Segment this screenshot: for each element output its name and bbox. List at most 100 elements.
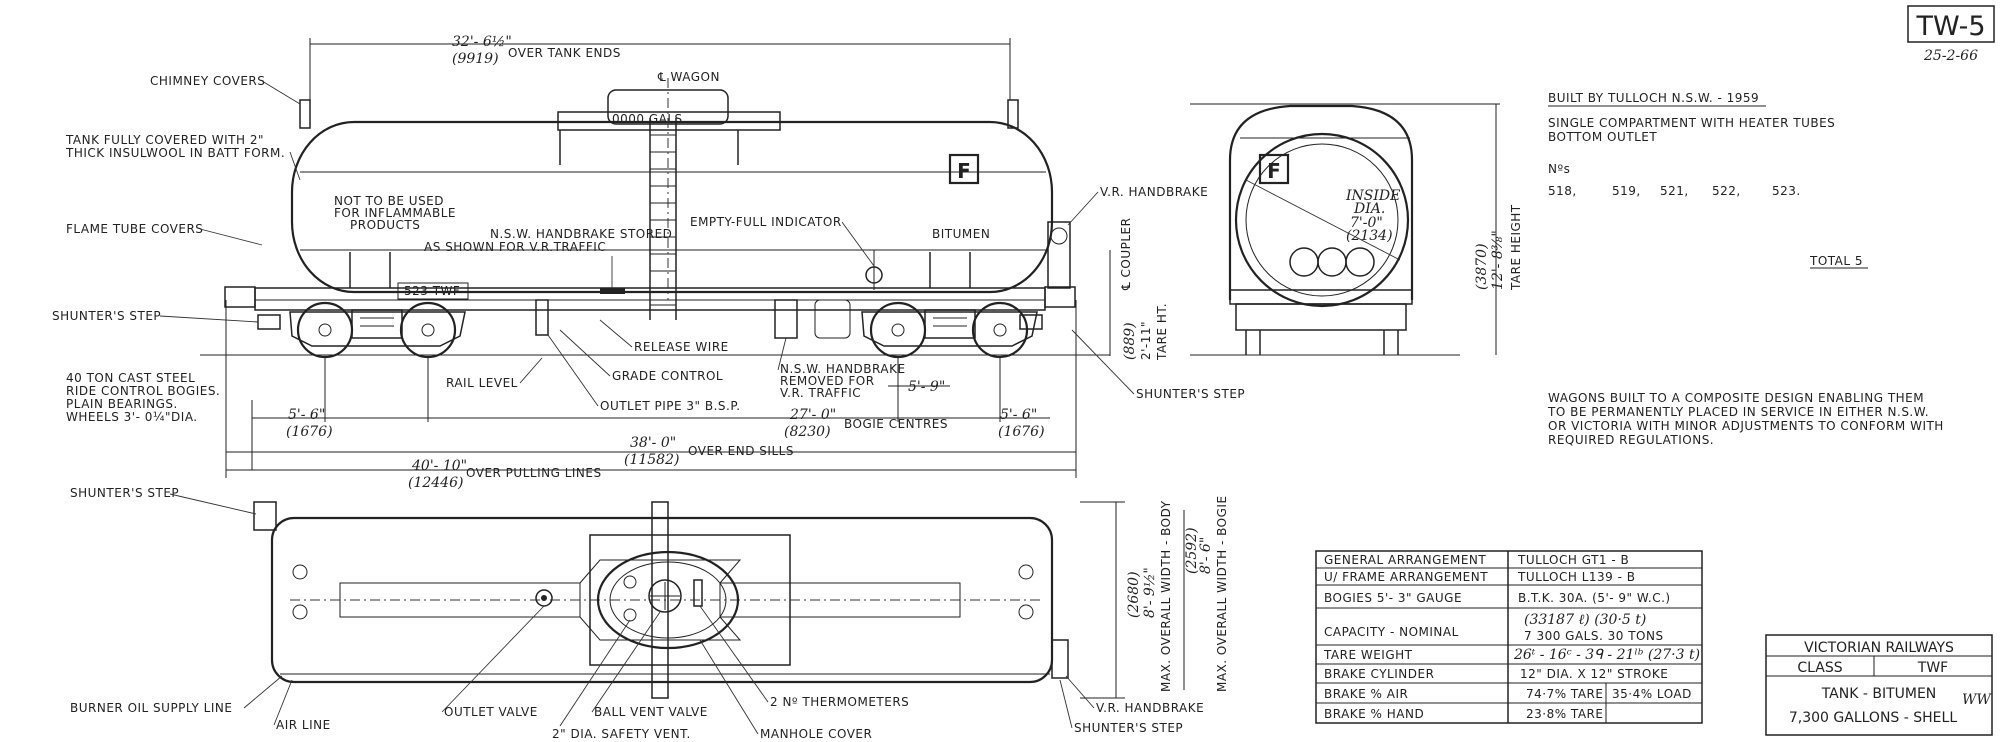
chimney-cover-right <box>1007 99 1019 129</box>
tare-height-mm: (3870) <box>1474 243 1490 290</box>
width-bogie-label: MAX. OVERALL WIDTH - BOGIE <box>1215 495 1229 692</box>
plan-view: SHUNTER'S STEP BURNER OIL SUPPLY LINE AI… <box>70 486 1229 741</box>
vr-handbrake-side <box>1047 221 1071 289</box>
width-body-mm: (2680) <box>1126 571 1142 618</box>
bogie-note-2: RIDE CONTROL BOGIES. <box>66 384 220 398</box>
stencil-line-3: PRODUCTS <box>350 218 420 232</box>
dim-end-sills-ft: 38'- 0" <box>630 435 676 451</box>
width-bogie-mm: (2592) <box>1184 527 1200 574</box>
tare-ht-label: TARE HT. <box>1155 303 1169 361</box>
title-desc-1: TANK - BITUMEN <box>1821 686 1937 702</box>
spec-label-general-arrangement: GENERAL ARRANGEMENT <box>1324 553 1486 567</box>
spec-value-brake-air-tare: 74·7% TARE <box>1526 687 1603 701</box>
wagon-number-521: 521, <box>1660 184 1689 198</box>
spec-label-tare-weight: TARE WEIGHT <box>1323 648 1413 662</box>
wagon-number-523: 523. <box>1772 184 1801 198</box>
chimney-cover-left <box>299 99 311 129</box>
inside-dia-2: DIA. <box>1353 201 1385 217</box>
sheet-id-block: TW-5 25-2-66 <box>1907 5 1995 64</box>
plan-callout-outlet-valve: OUTLET VALVE <box>444 705 538 719</box>
end-tank-circle <box>1234 132 1410 308</box>
spec-value-capacity: 7 300 GALS. 30 TONS <box>1524 629 1664 643</box>
callout-shunters-step-right: SHUNTER'S STEP <box>1136 387 1245 401</box>
stencil-line-1: NOT TO BE USED <box>334 194 444 208</box>
width-body-label: MAX. OVERALL WIDTH - BODY <box>1159 500 1173 692</box>
callout-nsw-removed-1: N.S.W. HANDBRAKE <box>780 362 906 376</box>
dim-bogie-left-mm: (1676) <box>286 424 333 440</box>
plan-callout-shunters-step-right: SHUNTER'S STEP <box>1074 721 1183 735</box>
plan-vr-handbrake <box>1051 639 1069 679</box>
bogie-note-4: WHEELS 3'- 0¼"DIA. <box>66 410 198 424</box>
bogie-right <box>861 301 1038 359</box>
spec-label-brake-cylinder: BRAKE CYLINDER <box>1324 667 1434 681</box>
dim-bogie-right-mm: (1676) <box>998 424 1045 440</box>
placard-end <box>1258 153 1290 185</box>
inside-dia-3: 7'-0" <box>1350 215 1383 231</box>
spec-label-uframe: U/ FRAME ARRANGEMENT <box>1324 570 1488 584</box>
note-single-compartment: SINGLE COMPARTMENT WITH HEATER TUBES <box>1548 116 1835 130</box>
spec-value-capacity-metric: (33187 ℓ) (30·5 t) <box>1524 612 1646 628</box>
plan-callout-thermometers: 2 Nº THERMOMETERS <box>770 695 909 709</box>
dim-pulling-lines-label: OVER PULLING LINES <box>466 466 602 480</box>
note-nos-label: Nºs <box>1548 162 1570 176</box>
bogie-left <box>289 301 466 359</box>
plan-callout-burner-oil: BURNER OIL SUPPLY LINE <box>70 701 232 715</box>
plan-body <box>270 516 1054 684</box>
plan-callout-manhole: MANHOLE COVER <box>760 727 872 741</box>
title-class-label: CLASS <box>1797 660 1842 676</box>
dim-tank-ends-ft: 32'- 6½" <box>452 34 512 50</box>
note-composite-1: WAGONS BUILT TO A COMPOSITE DESIGN ENABL… <box>1548 391 1924 405</box>
spec-value-brake-hand: 23·8% TARE <box>1526 707 1603 721</box>
callout-empty-full-indicator: EMPTY-FULL INDICATOR <box>690 215 842 229</box>
plan-callout-ball-vent: BALL VENT VALVE <box>594 705 708 719</box>
callout-nsw-stored-1: N.S.W. HANDBRAKE STORED <box>490 227 672 241</box>
spec-label-capacity: CAPACITY - NOMINAL <box>1324 625 1459 639</box>
stencil-number: 523 TWF <box>404 284 460 298</box>
width-bogie-ft: 8'- 6" <box>1198 537 1214 574</box>
dim-tank-ends-mm: (9919) <box>452 51 499 67</box>
wagon-number-518: 518, <box>1548 184 1577 198</box>
spec-table: GENERAL ARRANGEMENT TULLOCH GT1 - B U/ F… <box>1315 550 1703 724</box>
placard-end-letter: F <box>1267 159 1281 183</box>
bogie-note-1: 40 TON CAST STEEL <box>66 371 195 385</box>
capacity-plate: 0000 GALS. <box>612 112 687 126</box>
dim-bogie-right-ft: 5'- 6" <box>1000 407 1037 423</box>
callout-nsw-removed-3: V.R. TRAFFIC <box>780 386 861 400</box>
inside-dia-1: INSIDE <box>1345 188 1400 204</box>
dim-five-nine: 5'- 9" <box>908 379 945 395</box>
side-ladder <box>649 118 677 320</box>
title-railway: VICTORIAN RAILWAYS <box>1804 640 1954 656</box>
note-composite-3: OR VICTORIA WITH MINOR ADJUSTMENTS TO CO… <box>1548 419 1944 433</box>
general-notes: BUILT BY TULLOCH N.S.W. - 1959 SINGLE CO… <box>1547 91 1944 447</box>
title-desc-2: 7,300 GALLONS - SHELL <box>1789 710 1957 726</box>
dim-end-sills-label: OVER END SILLS <box>688 444 794 458</box>
stencil-line-2: FOR INFLAMMABLE <box>334 206 456 220</box>
width-body-ft: 8'- 9½" <box>1142 567 1158 618</box>
dim-bogie-centres-label: BOGIE CENTRES <box>844 417 948 431</box>
callout-release-wire: RELEASE WIRE <box>634 340 729 354</box>
note-total: TOTAL 5 <box>1809 254 1863 268</box>
callout-vr-handbrake-side: V.R. HANDBRAKE <box>1100 185 1208 199</box>
plan-shunters-step-left <box>253 501 277 531</box>
sheet-date: 25-2-66 <box>1923 48 1978 64</box>
callout-outlet-pipe: OUTLET PIPE 3" B.S.P. <box>600 399 741 413</box>
spec-label-bogies: BOGIES 5'- 3" GAUGE <box>1324 591 1462 605</box>
tare-ht-mm: (889) <box>1122 322 1138 360</box>
dim-bogie-left-ft: 5'- 6" <box>288 407 325 423</box>
dim-tank-ends-label: OVER TANK ENDS <box>508 46 621 60</box>
sheet-id: TW-5 <box>1915 11 1985 42</box>
dim-end-sills-mm: (11582) <box>624 452 679 468</box>
coupler-left <box>224 286 256 308</box>
wagon-centre-label: ℄ WAGON <box>657 70 720 84</box>
plan-callout-vr-handbrake: V.R. HANDBRAKE <box>1096 701 1204 715</box>
note-composite-4: REQUIRED REGULATIONS. <box>1548 433 1714 447</box>
wagon-number-522: 522, <box>1712 184 1741 198</box>
tare-height-ft: 12'- 8⅜" <box>1490 230 1506 290</box>
callout-tank-covered-2: THICK INSULWOOL IN BATT FORM. <box>65 146 285 160</box>
dim-bogie-centres-mm: (8230) <box>784 424 831 440</box>
stencil-bitumen: BITUMEN <box>932 227 990 241</box>
manhole-frame <box>589 534 791 666</box>
bogie-note-3: PLAIN BEARINGS. <box>66 397 178 411</box>
title-block: VICTORIAN RAILWAYS CLASS TWF TANK - BITU… <box>1765 634 1993 736</box>
